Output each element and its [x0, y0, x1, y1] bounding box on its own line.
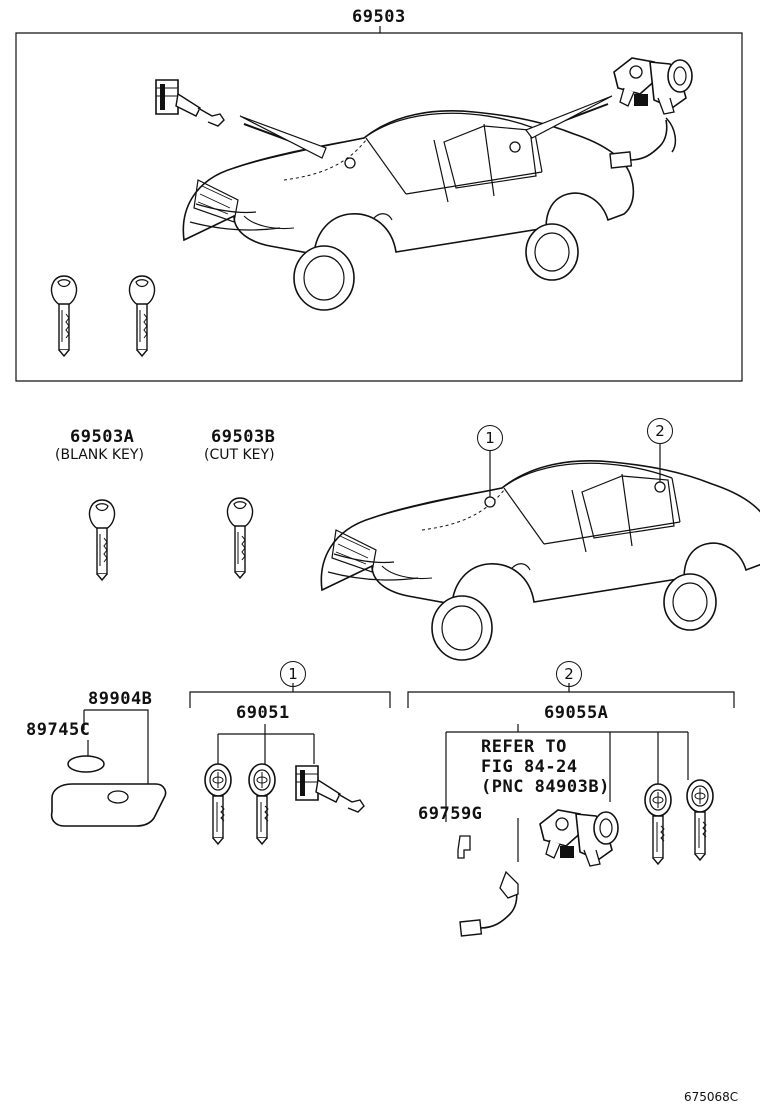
key-top-1	[50, 275, 78, 357]
key-top-2	[128, 275, 156, 357]
connector-top	[609, 119, 668, 169]
callout-2-car: 2	[647, 418, 673, 444]
blank-key-illustration	[88, 499, 116, 581]
part-number-69051: 69051	[236, 703, 290, 723]
toyota-key-2b	[686, 779, 714, 861]
part-number-89745c: 89745C	[26, 720, 91, 740]
door-lock-cylinder-top	[155, 79, 225, 127]
toyota-key-1b	[248, 763, 276, 845]
sedan-illustration-middle	[320, 460, 760, 661]
refer-line-3: (PNC 84903B)	[481, 777, 610, 797]
kit-69503-frame	[16, 33, 742, 381]
toyota-key-2a	[644, 783, 672, 865]
cut-key-illustration	[226, 497, 254, 579]
blank-key-description: (BLANK KEY)	[55, 447, 144, 463]
toyota-key-1a	[204, 763, 232, 845]
cut-key-description: (CUT KEY)	[204, 447, 275, 463]
door-cylinder-1	[295, 765, 365, 813]
callout-1-car: 1	[477, 425, 503, 451]
ignition-switch-2	[539, 809, 619, 867]
part-number-69503a: 69503A	[70, 427, 135, 447]
battery-coin-illustration	[68, 756, 104, 772]
callout-1-bracket: 1	[280, 661, 306, 687]
refer-line-1: REFER TO	[481, 737, 567, 757]
callout-2-bracket: 2	[556, 661, 582, 687]
figure-code: 675068C	[684, 1090, 739, 1104]
part-number-69055a: 69055A	[544, 703, 609, 723]
ignition-switch-top	[613, 57, 693, 115]
refer-line-2: FIG 84-24	[481, 757, 578, 777]
key-fob-case-illustration	[52, 784, 166, 826]
part-number-89904b: 89904B	[88, 689, 153, 709]
part-number-69503b: 69503B	[211, 427, 276, 447]
retainer-clip-illustration	[458, 836, 470, 858]
part-number-69759g: 69759G	[418, 804, 483, 824]
sedan-illustration-top	[182, 110, 635, 311]
part-number-69503: 69503	[352, 7, 406, 27]
